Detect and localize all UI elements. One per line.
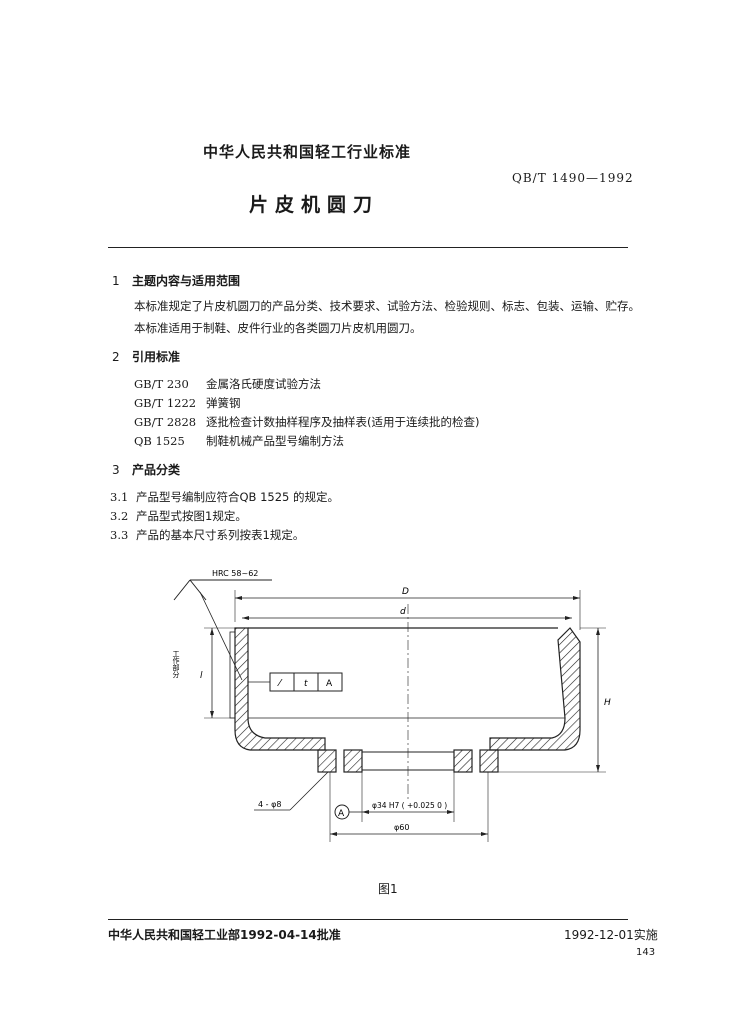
issuing-body-title: 中华人民共和国轻工行业标准 [203, 143, 412, 161]
section-title: 主题内容与适用范围 [132, 274, 241, 288]
holes-label: 4 - φ8 [258, 800, 281, 809]
paragraph: 本标准适用于制鞋、皮件行业的各类圆刀片皮机用圆刀。 [134, 321, 422, 335]
document-title: 片皮机圆刀 [249, 194, 380, 216]
bore-dimension: A φ34 H7 ( +0.025 0 ) [334, 772, 455, 822]
reference-code: QB 1525 [134, 434, 185, 448]
header-rule [108, 247, 628, 248]
section-title: 引用标准 [132, 350, 181, 364]
reference-title: 弹簧钢 [206, 396, 241, 410]
clause-text: 产品型号编制应符合QB 1525 的规定。 [136, 490, 340, 504]
dim-l: l 工作部分 [172, 627, 235, 719]
section-3-heading: 3 产品分类 [112, 461, 180, 478]
section-number: 3 [112, 463, 120, 477]
section-title: 产品分类 [132, 463, 181, 477]
clause-number: 3.3 [110, 528, 129, 542]
hardness-label: HRC 58~62 [212, 569, 258, 578]
section-number: 1 [112, 274, 120, 288]
footer-rule [108, 919, 628, 920]
reference-item: GB/T 1222 弹簧钢 [134, 395, 241, 411]
hardness-callout: HRC 58~62 [173, 569, 272, 681]
dim-l-label: l [200, 671, 203, 681]
bore-label: φ34 H7 ( +0.025 0 ) [372, 801, 447, 810]
clause-item: 3.3 产品的基本尺寸系列按表1规定。 [110, 527, 304, 543]
effective-date: 1992-12-01实施 [564, 928, 658, 942]
reference-title: 逐批检查计数抽样程序及抽样表(适用于连续批的检查) [206, 415, 480, 429]
page-number: 143 [636, 947, 656, 958]
figure-caption: 图1 [378, 882, 398, 896]
reference-title: 金属洛氏硬度试验方法 [206, 377, 321, 391]
reference-code: GB/T 2828 [134, 415, 197, 429]
approval-line: 中华人民共和国轻工业部1992-04-14批准 [108, 928, 341, 942]
standard-number: QB/T 1490—1992 [512, 171, 634, 185]
runout-symbol: ⁄ [277, 678, 283, 689]
clause-text: 产品的基本尺寸系列按表1规定。 [136, 528, 305, 542]
paragraph: 本标准规定了片皮机圆刀的产品分类、技术要求、试验方法、检验规则、标志、包装、运输… [134, 299, 640, 313]
work-part-label: 工作部分 [172, 650, 180, 679]
dim-phi60: φ60 [329, 772, 489, 842]
reference-item: GB/T 230 金属洛氏硬度试验方法 [134, 376, 321, 392]
section-1-heading: 1 主题内容与适用范围 [112, 272, 240, 289]
blade-section [229, 627, 581, 773]
dim-H: H [498, 627, 611, 773]
datum-ref: A [326, 679, 333, 689]
figure-1-drawing: HRC 58~62 D d [172, 569, 611, 842]
phi60-label: φ60 [394, 823, 409, 832]
reference-title: 制鞋机械产品型号编制方法 [206, 434, 344, 448]
section-2-heading: 2 引用标准 [112, 348, 180, 365]
clause-item: 3.1 产品型号编制应符合QB 1525 的规定。 [110, 489, 339, 505]
reference-item: QB 1525 制鞋机械产品型号编制方法 [134, 433, 344, 449]
dim-D: D [234, 587, 581, 630]
dim-D-label: D [402, 587, 409, 597]
holes-callout: 4 - φ8 [254, 771, 329, 811]
reference-code: GB/T 1222 [134, 396, 197, 410]
dim-d: d [242, 607, 572, 620]
section-number: 2 [112, 350, 120, 364]
dim-H-label: H [604, 698, 611, 708]
clause-number: 3.1 [110, 490, 129, 504]
clause-text: 产品型式按图1规定。 [136, 509, 247, 523]
tolerance-value: t [304, 679, 308, 689]
clause-item: 3.2 产品型式按图1规定。 [110, 508, 247, 524]
reference-code: GB/T 230 [134, 377, 189, 391]
tolerance-frame: ⁄ t A [248, 672, 343, 692]
reference-item: GB/T 2828 逐批检查计数抽样程序及抽样表(适用于连续批的检查) [134, 414, 479, 430]
dim-d-label: d [400, 607, 406, 617]
datum-circle-label: A [338, 809, 345, 819]
clause-number: 3.2 [110, 509, 129, 523]
